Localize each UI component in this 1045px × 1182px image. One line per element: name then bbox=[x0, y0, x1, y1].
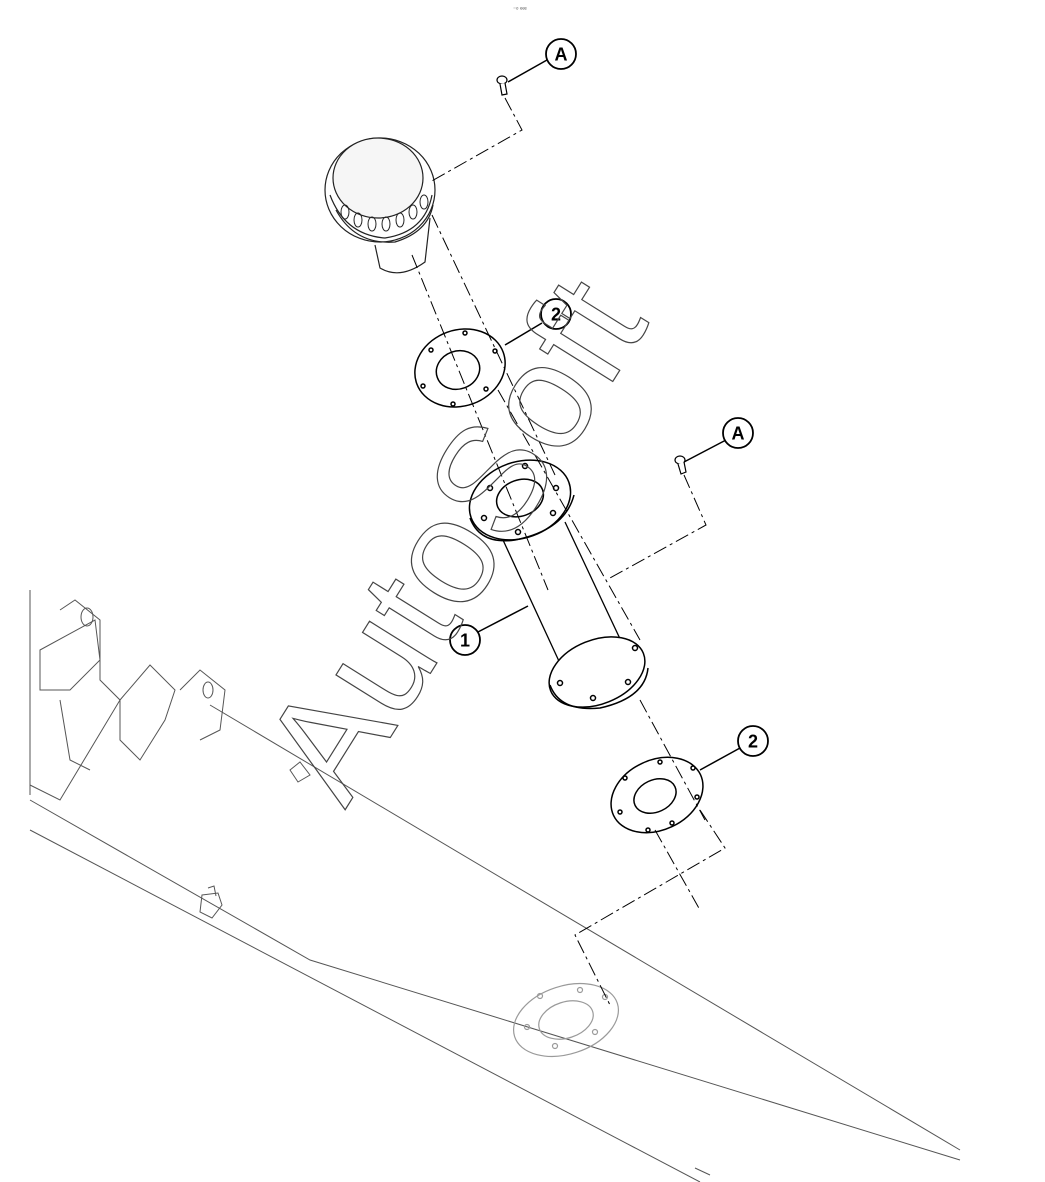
callout-2-lower-label: 2 bbox=[748, 732, 758, 752]
leader-lines bbox=[475, 59, 741, 771]
bolt-lower bbox=[674, 455, 687, 475]
rail-mount-flange bbox=[512, 983, 620, 1057]
callout-2-lower: 2 bbox=[737, 725, 769, 757]
assembly-centerlines bbox=[411, 97, 726, 1006]
gasket-upper bbox=[414, 328, 506, 408]
callout-a-mid: A bbox=[722, 417, 754, 449]
gasket-lower bbox=[610, 756, 704, 834]
frame-rail bbox=[29, 590, 961, 1182]
callout-1-label: 1 bbox=[460, 631, 470, 651]
callout-2-upper-label: 2 bbox=[551, 305, 561, 325]
callout-a-top: A bbox=[545, 38, 577, 70]
callout-a-mid-label: A bbox=[732, 424, 745, 444]
header-mark: ⁻ᵒ ᵉᵉᵉ bbox=[513, 7, 528, 13]
callout-a-top-label: A bbox=[555, 45, 568, 65]
bolt-upper bbox=[496, 75, 508, 96]
tube-lower-flange bbox=[548, 636, 649, 710]
breather-cap bbox=[324, 137, 436, 274]
callout-2-upper: 2 bbox=[540, 298, 572, 330]
callout-1: 1 bbox=[449, 624, 481, 656]
tube-upper-flange bbox=[468, 459, 575, 542]
